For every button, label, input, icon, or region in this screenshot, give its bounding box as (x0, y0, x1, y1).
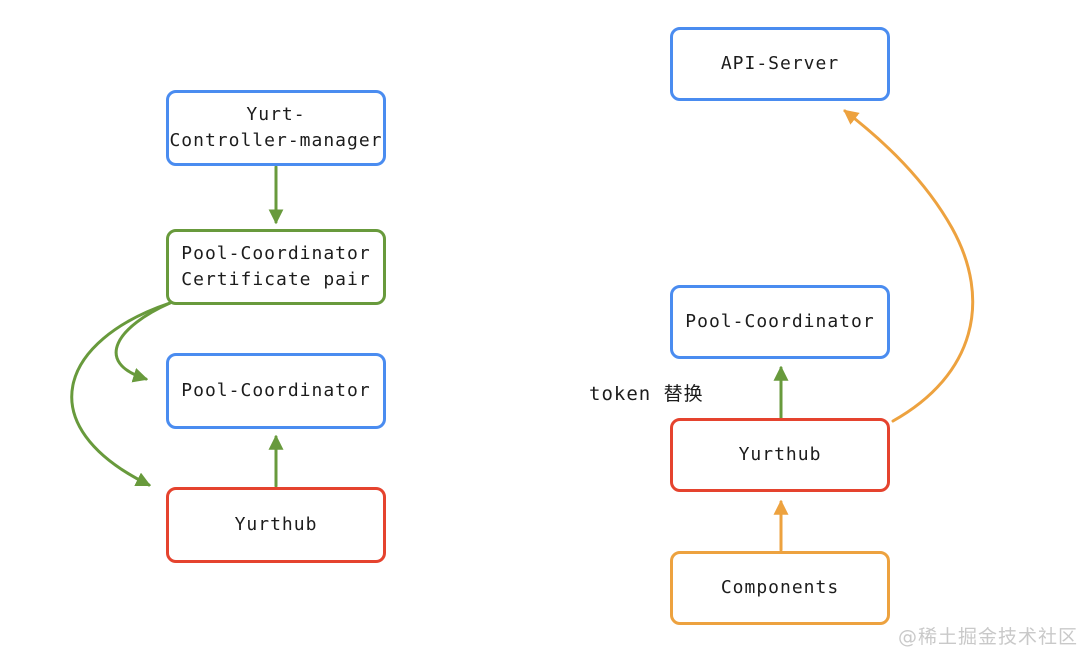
juejin-watermark: @稀土掘金技术社区 (898, 626, 1079, 648)
node-yurthub-left: Yurthub (166, 487, 386, 563)
node-label: API-Server (720, 52, 840, 74)
node-yurt-controller-manager: Yurt- Controller-manager (166, 90, 386, 166)
node-label: Yurthub (738, 443, 822, 465)
token-replace-annotation: token 替换 (589, 383, 704, 405)
node-label-line: Controller-manager (169, 130, 383, 151)
node-api-server: API-Server (670, 27, 890, 101)
node-label: Yurthub (234, 513, 318, 535)
node-label: Components (720, 576, 840, 598)
node-pool-coordinator-certificate-pair: Pool-Coordinator Certificate pair (166, 229, 386, 305)
node-label: Pool-Coordinator (685, 310, 875, 332)
node-yurthub-right: Yurthub (670, 418, 890, 492)
edge-yurthub-to-apiserver-arrow (843, 109, 975, 423)
node-components: Components (670, 551, 890, 625)
node-label-line: Certificate pair (181, 269, 371, 290)
node-pool-coordinator-left: Pool-Coordinator (166, 353, 386, 429)
edge-certpair-to-poolcoordinator-arrow (114, 301, 172, 383)
edge-certpair-to-yurthub-arrow (70, 301, 172, 487)
node-label-line: Pool-Coordinator (181, 242, 371, 264)
node-label: Pool-Coordinator (181, 379, 371, 401)
node-pool-coordinator-right: Pool-Coordinator (670, 285, 890, 359)
node-label-line: Yurt- (246, 103, 306, 125)
